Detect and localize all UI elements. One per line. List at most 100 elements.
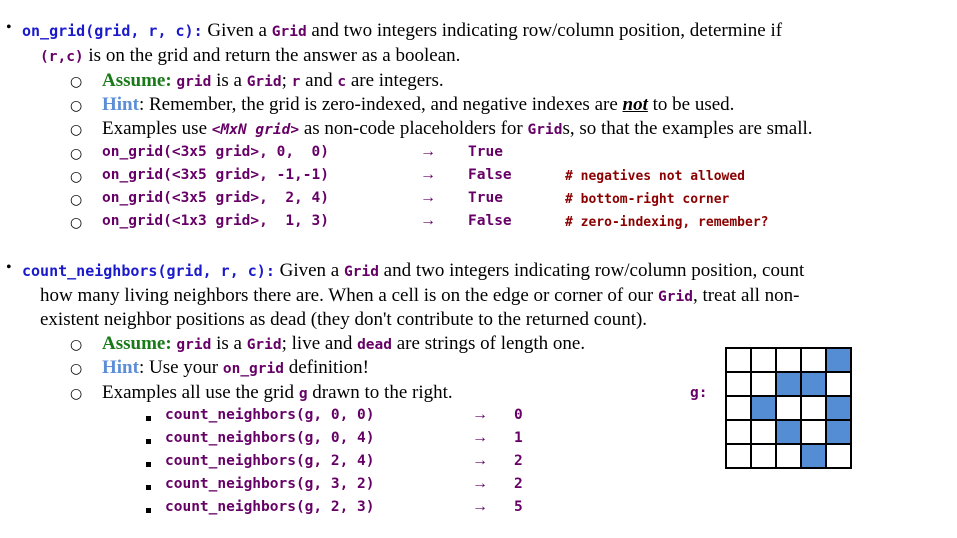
grid-cell-live bbox=[775, 419, 802, 445]
square-bullet-icon bbox=[146, 439, 151, 444]
arrow-icon: → bbox=[472, 406, 488, 423]
square-bullet-icon bbox=[146, 416, 151, 421]
code: on_grid bbox=[222, 361, 284, 377]
on-grid-signature: on_grid(grid, r, c): bbox=[22, 22, 203, 40]
hint-label: Hint bbox=[102, 94, 139, 115]
example-call: count_neighbors(g, 0, 4) bbox=[165, 430, 375, 446]
text: are integers. bbox=[346, 70, 444, 91]
bullet-icon: • bbox=[6, 19, 12, 36]
grid-cell-dead bbox=[800, 395, 827, 421]
on-grid-hint: Hint: Remember, the grid is zero-indexed… bbox=[102, 94, 734, 116]
count-neighbors-hint: Hint: Use your on_grid definition! bbox=[102, 357, 369, 379]
circle-bullet-icon: ○ bbox=[70, 74, 83, 90]
on-grid-line-1: on_grid(grid, r, c): Given a Grid and tw… bbox=[22, 20, 782, 42]
count-neighbors-signature: count_neighbors(grid, r, c): bbox=[22, 262, 275, 280]
code-grid: Grid bbox=[271, 24, 307, 40]
text: how many living neighbors there are. Whe… bbox=[40, 285, 659, 306]
example-result: 2 bbox=[514, 476, 523, 492]
code: Grid bbox=[246, 74, 282, 90]
count-neighbors-line-2: how many living neighbors there are. Whe… bbox=[40, 285, 800, 307]
code: grid bbox=[176, 74, 212, 90]
grid-cell-dead bbox=[750, 443, 777, 469]
code: dead bbox=[357, 337, 392, 353]
text: ; live and bbox=[281, 333, 358, 354]
circle-bullet-icon: ○ bbox=[70, 122, 83, 138]
example-result: False bbox=[468, 167, 512, 183]
code: grid bbox=[176, 337, 212, 353]
grid-label: g: bbox=[690, 385, 708, 401]
grid-row bbox=[725, 443, 852, 469]
example-call: on_grid(<3x5 grid>, 2, 4) bbox=[102, 190, 329, 206]
grid-row bbox=[725, 419, 852, 445]
arrow-icon: → bbox=[472, 429, 488, 446]
grid-row bbox=[725, 395, 852, 421]
grid-cell-dead bbox=[725, 395, 752, 421]
example-call: count_neighbors(g, 0, 0) bbox=[165, 407, 375, 423]
arrow-icon: → bbox=[472, 498, 488, 515]
grid-cell-live bbox=[750, 395, 777, 421]
circle-bullet-icon: ○ bbox=[70, 146, 83, 162]
example-result: True bbox=[468, 144, 503, 160]
arrow-icon: → bbox=[420, 212, 436, 229]
count-neighbors-assume: Assume: grid is a Grid; live and dead ar… bbox=[102, 333, 585, 355]
grid-row bbox=[725, 347, 852, 373]
text: definition! bbox=[283, 357, 369, 378]
example-call: count_neighbors(g, 2, 3) bbox=[165, 499, 375, 515]
grid-cell-dead bbox=[775, 395, 802, 421]
text: Examples use bbox=[102, 118, 212, 139]
text: and two integers indicating row/column p… bbox=[306, 20, 783, 41]
code: c bbox=[337, 74, 347, 90]
code: Grid bbox=[527, 122, 563, 138]
on-grid-line-2: (r,c) is on the grid and return the answ… bbox=[40, 45, 460, 67]
grid-cell-live bbox=[825, 347, 852, 373]
text: : Remember, the grid is zero-indexed, an… bbox=[138, 94, 623, 115]
count-neighbors-line-1: count_neighbors(grid, r, c): Given a Gri… bbox=[22, 260, 804, 282]
on-grid-assume: Assume: grid is a Grid; r and c are inte… bbox=[102, 70, 444, 92]
grid-cell-dead bbox=[750, 419, 777, 445]
arrow-icon: → bbox=[420, 166, 436, 183]
assume-label: Assume: bbox=[102, 70, 172, 91]
grid-cell-dead bbox=[775, 443, 802, 469]
text: Examples all use the grid bbox=[102, 382, 299, 403]
grid-cell-dead bbox=[750, 371, 777, 397]
grid-cell-live bbox=[800, 371, 827, 397]
grid-cell-dead bbox=[825, 371, 852, 397]
grid-cell-live bbox=[800, 443, 827, 469]
bullet-icon: • bbox=[6, 259, 12, 276]
text: to be used. bbox=[647, 94, 735, 115]
grid-cell-dead bbox=[800, 347, 827, 373]
grid-cell-live bbox=[825, 419, 852, 445]
example-comment: # bottom-right corner bbox=[565, 192, 730, 207]
grid-cell-dead bbox=[750, 347, 777, 373]
example-comment: # negatives not allowed bbox=[565, 169, 746, 184]
grid-cell-dead bbox=[725, 347, 752, 373]
text: s, so that the examples are small. bbox=[562, 118, 813, 139]
text: is on the grid and return the answer as … bbox=[83, 45, 461, 66]
text: as non-code placeholders for bbox=[299, 118, 528, 139]
assume-label: Assume: bbox=[102, 333, 172, 354]
example-call: on_grid(<3x5 grid>, -1,-1) bbox=[102, 167, 329, 183]
code-placeholder: <MxN grid> bbox=[211, 122, 300, 138]
grid-cell-live bbox=[825, 395, 852, 421]
grid-cell-dead bbox=[800, 419, 827, 445]
text: and bbox=[300, 70, 338, 91]
example-call: on_grid(<3x5 grid>, 0, 0) bbox=[102, 144, 329, 160]
code: Grid bbox=[246, 337, 282, 353]
circle-bullet-icon: ○ bbox=[70, 337, 83, 353]
example-result: 2 bbox=[514, 453, 523, 469]
circle-bullet-icon: ○ bbox=[70, 98, 83, 114]
grid-cell-dead bbox=[725, 371, 752, 397]
example-result: False bbox=[468, 213, 512, 229]
text: is a bbox=[211, 70, 247, 91]
grid-cell-dead bbox=[725, 443, 752, 469]
text: ; bbox=[281, 70, 292, 91]
circle-bullet-icon: ○ bbox=[70, 386, 83, 402]
example-result: 1 bbox=[514, 430, 523, 446]
example-result: 5 bbox=[514, 499, 523, 515]
emphasis-not: not bbox=[622, 94, 648, 115]
example-comment: # zero-indexing, remember? bbox=[565, 215, 769, 230]
text: , treat all non- bbox=[692, 285, 800, 306]
text: existent neighbor positions as dead (the… bbox=[40, 309, 648, 330]
text: is a bbox=[211, 333, 247, 354]
on-grid-examples-intro: Examples use <MxN grid> as non-code plac… bbox=[102, 118, 813, 140]
